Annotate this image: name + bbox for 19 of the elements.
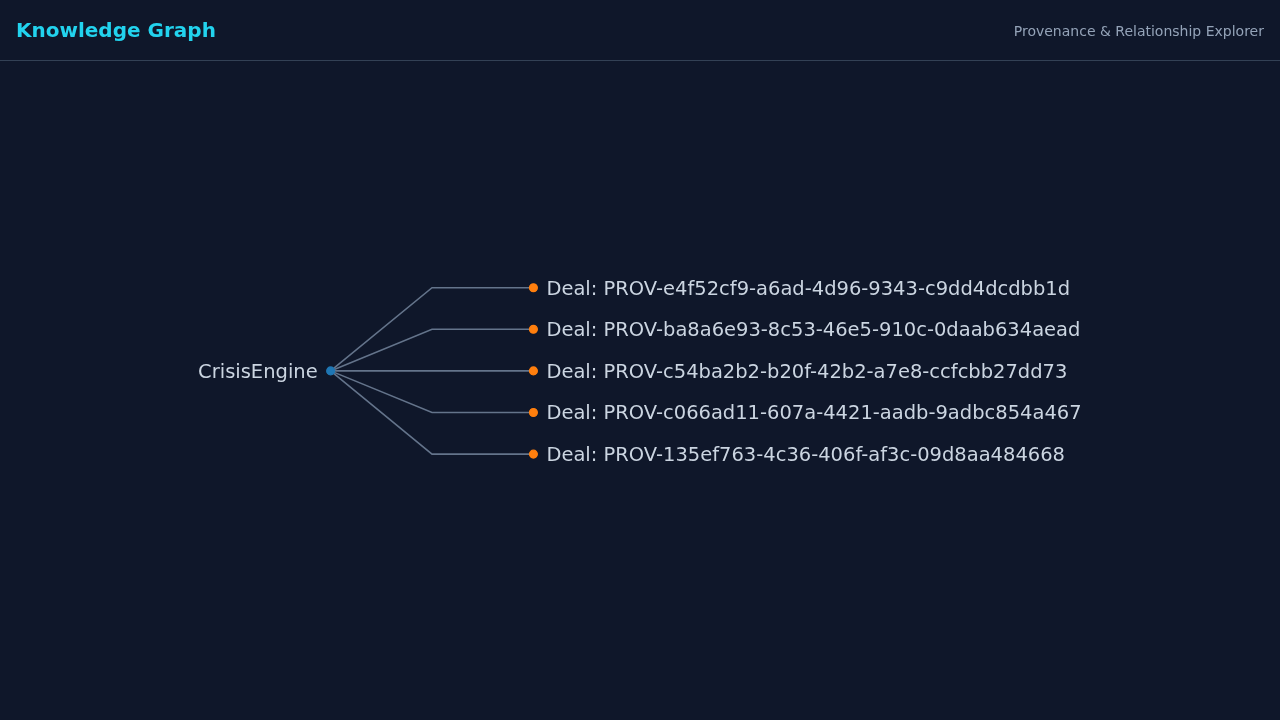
node-circle bbox=[528, 408, 538, 418]
connector bbox=[332, 287, 531, 370]
connector bbox=[333, 370, 531, 372]
connector bbox=[333, 328, 531, 371]
node-circle bbox=[528, 449, 538, 459]
node-circle bbox=[528, 324, 538, 334]
node-label: Deal: PROV-ba8a6e93-8c53-46e5-910c-0daab634aead bbox=[546, 317, 1081, 341]
node-circle bbox=[326, 366, 336, 376]
node-label: Deal: PROV-135ef763-4c36-406f-af3c-09d8aa484668 bbox=[546, 442, 1065, 466]
node-label: Deal: PROV-c066ad11-607a-4421-aadb-9adbc854a467 bbox=[546, 401, 1082, 425]
node-circle bbox=[528, 366, 538, 376]
node-circle bbox=[528, 283, 538, 293]
subtitle: Provenance & Relationship Explorer bbox=[1013, 22, 1264, 40]
node-label: Deal: PROV-e4f52cf9-a6ad-4d96-9343-c9dd4dcdbb1d bbox=[546, 276, 1071, 300]
connector bbox=[332, 372, 531, 455]
node-label: CrisisEngine bbox=[198, 359, 318, 383]
page-title: Knowledge Graph bbox=[16, 18, 216, 42]
node-label: Deal: PROV-c54ba2b2-b20f-42b2-a7e8-ccfcbb27dd73 bbox=[546, 359, 1068, 383]
connector bbox=[333, 371, 531, 414]
